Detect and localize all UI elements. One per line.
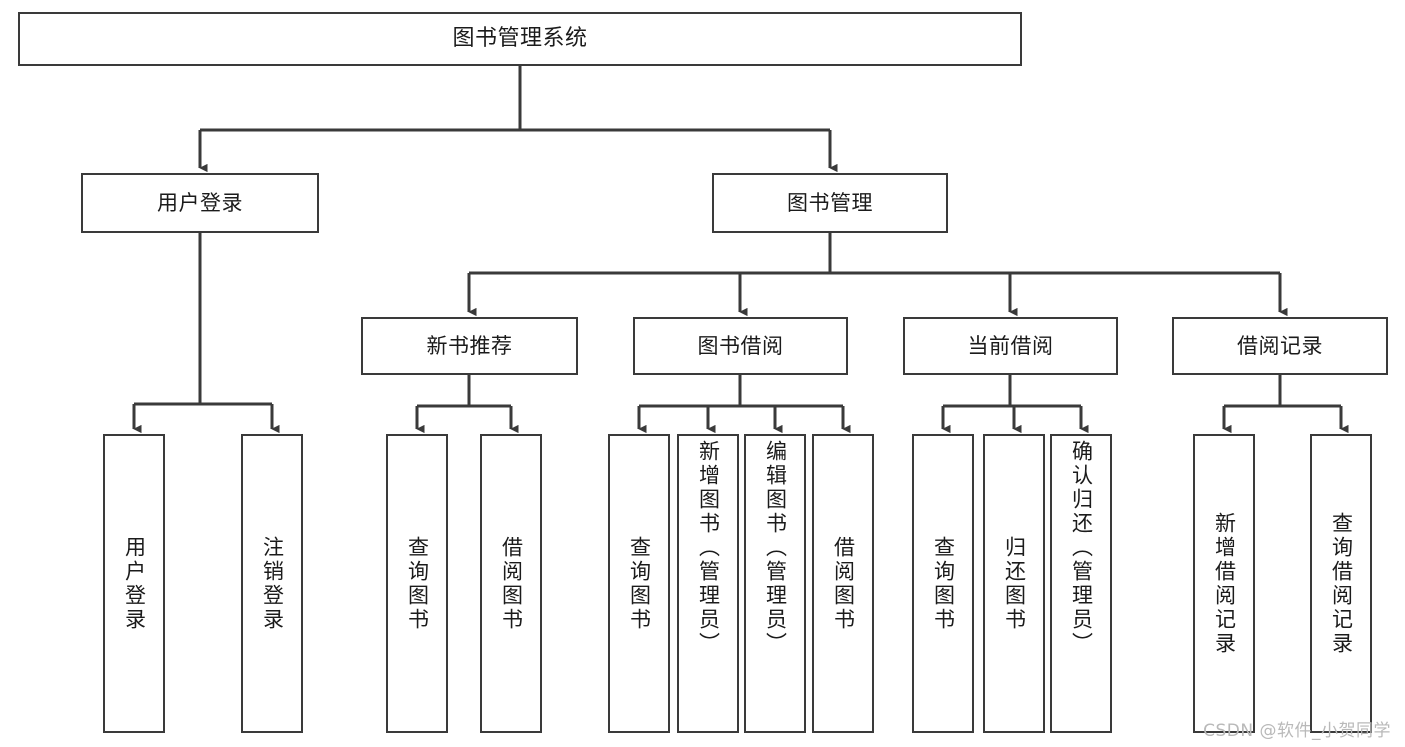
node-book-manage[interactable]: 图书管理 xyxy=(712,173,948,233)
node-label: 新增借阅记录 xyxy=(1212,511,1237,656)
leaf-add-borrow-record[interactable]: 新增借阅记录 xyxy=(1193,434,1255,733)
leaf-confirm-return-admin[interactable]: 确认归还（管理员） xyxy=(1050,434,1112,733)
leaf-logout[interactable]: 注销登录 xyxy=(241,434,303,733)
node-label: 用户登录 xyxy=(122,535,147,632)
leaf-query-book-borrow[interactable]: 查询图书 xyxy=(608,434,670,733)
leaf-query-book-newbook[interactable]: 查询图书 xyxy=(386,434,448,733)
node-label: 归还图书 xyxy=(1002,535,1027,632)
leaf-borrow-book-newbook[interactable]: 借阅图书 xyxy=(480,434,542,733)
node-current-borrow[interactable]: 当前借阅 xyxy=(903,317,1118,375)
node-label: 借阅记录 xyxy=(1237,333,1323,358)
leaf-edit-book-admin[interactable]: 编辑图书（管理员） xyxy=(744,434,806,733)
leaf-query-book-current[interactable]: 查询图书 xyxy=(912,434,974,733)
watermark-text: CSDN @软件_小贺同学 xyxy=(1203,721,1391,741)
node-label: 编辑图书（管理员） xyxy=(763,440,788,656)
leaf-borrow-book-borrow[interactable]: 借阅图书 xyxy=(812,434,874,733)
node-label: 用户登录 xyxy=(157,190,243,215)
node-label: 查询借阅记录 xyxy=(1329,511,1354,656)
leaf-return-book[interactable]: 归还图书 xyxy=(983,434,1045,733)
node-label: 图书管理 xyxy=(787,190,873,215)
node-label: 查询图书 xyxy=(931,535,956,632)
leaf-add-book-admin[interactable]: 新增图书（管理员） xyxy=(677,434,739,733)
node-label: 查询图书 xyxy=(405,535,430,632)
node-label: 借阅图书 xyxy=(831,535,856,632)
node-book-borrow[interactable]: 图书借阅 xyxy=(633,317,848,375)
node-label: 新增图书（管理员） xyxy=(696,440,721,656)
node-label: 新书推荐 xyxy=(426,333,513,358)
node-label: 查询图书 xyxy=(627,535,652,632)
node-root-system[interactable]: 图书管理系统 xyxy=(18,12,1022,66)
node-label: 当前借阅 xyxy=(967,333,1054,358)
node-label: 注销登录 xyxy=(260,535,285,632)
node-borrow-record[interactable]: 借阅记录 xyxy=(1172,317,1388,375)
node-label: 图书管理系统 xyxy=(452,26,588,52)
node-new-book-recommend[interactable]: 新书推荐 xyxy=(361,317,578,375)
leaf-user-login[interactable]: 用户登录 xyxy=(103,434,165,733)
node-label: 图书借阅 xyxy=(697,333,784,358)
leaf-query-borrow-record[interactable]: 查询借阅记录 xyxy=(1310,434,1372,733)
node-label: 确认归还（管理员） xyxy=(1069,440,1094,656)
node-user-login[interactable]: 用户登录 xyxy=(81,173,319,233)
node-label: 借阅图书 xyxy=(499,535,524,632)
